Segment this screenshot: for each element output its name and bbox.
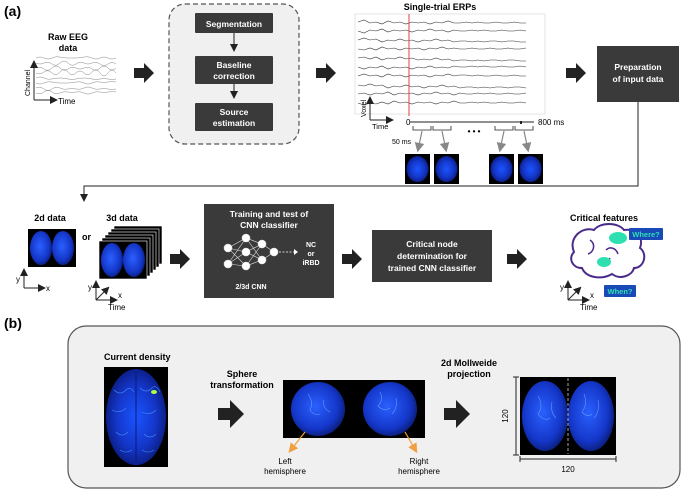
erps-window-arrows [414, 130, 532, 153]
connector-line [80, 102, 639, 202]
critnode-label-2: determination for [397, 251, 468, 261]
mollweide-width-label: 120 [561, 465, 575, 474]
erps-x-label: Time [372, 122, 388, 131]
raw-eeg-title-2: data [59, 43, 79, 53]
flow-arrow-3 [566, 63, 586, 83]
step-baseline-label-1: Baseline [217, 60, 252, 70]
erps-end-label: 800 ms [538, 118, 564, 127]
panel-b-label: (b) [4, 315, 22, 331]
cnn-out-1: NC [306, 242, 316, 249]
erps-zero-label: 0 [406, 118, 411, 127]
step-source-label-1: Source [220, 107, 249, 117]
right-sphere [363, 382, 417, 436]
erps-window-label: 50 ms [392, 139, 412, 146]
raw-eeg-y-label: Channel [25, 69, 32, 96]
raw-eeg-x-label: Time [58, 97, 76, 106]
panel-a-label: (a) [4, 3, 21, 19]
critnode-label-3: trained CNN classifier [388, 263, 477, 273]
left-hemi-label-2: hemisphere [264, 467, 306, 476]
data2d-left-hemisphere [30, 231, 52, 265]
prep-label-2: of input data [613, 74, 664, 84]
critfeat-x-label: x [590, 291, 594, 300]
erps-ellipsis: • • • [468, 127, 481, 136]
data3d-title: 3d data [106, 213, 139, 223]
erps-frame [354, 13, 546, 115]
cnn-caption: 2/3d CNN [235, 284, 266, 291]
data3d-x-label: x [118, 291, 122, 300]
sphere-veins [307, 391, 397, 415]
sphere-label-1: Sphere [227, 369, 258, 379]
critfeat-t-axis [567, 286, 582, 301]
cnn-output-arrowhead [294, 249, 298, 255]
right-hemi-arrow [404, 431, 418, 454]
critfeat-title: Critical features [570, 213, 638, 223]
brain-outline-icon [570, 223, 646, 279]
step-baseline [195, 56, 273, 84]
right-hemi-label-2: hemisphere [398, 467, 440, 476]
mollweide-label-2: projection [447, 369, 491, 379]
flow-arrow-b2 [444, 400, 470, 428]
prep-box [597, 46, 679, 102]
or-label: or [82, 232, 91, 242]
data3d-t-axis [95, 286, 110, 301]
mollweide-height-label: 120 [501, 409, 510, 423]
current-density-sulci [111, 386, 161, 453]
sphere-label-2: transformation [210, 380, 274, 390]
raw-eeg-title: Raw EEG [48, 32, 88, 42]
step-segmentation [195, 13, 273, 33]
data3d-stack [98, 225, 163, 280]
step-baseline-label-2: correction [213, 71, 255, 81]
critfeat-y-label: y [560, 283, 564, 292]
data3d-y-label: y [88, 283, 92, 292]
mollweide-veins [537, 393, 599, 420]
data2d-right-hemisphere [52, 231, 74, 265]
prep-label-1: Preparation [614, 62, 661, 72]
cnn-out-2: or [308, 251, 315, 258]
data3d-t-label: Time [108, 303, 126, 312]
when-badge [604, 285, 636, 297]
mollweide-right [568, 381, 614, 451]
erps-traces [357, 19, 527, 106]
raw-eeg-traces [35, 56, 117, 95]
cnn-label-1: Training and test of [230, 209, 309, 219]
current-density-hotspot [151, 390, 157, 394]
left-hemi-arrow [288, 431, 306, 453]
flow-arrow-4 [170, 249, 190, 269]
flow-arrow-5 [342, 249, 362, 269]
cnn-label-2: CNN classifier [240, 220, 298, 230]
right-hemi-label-1: Right [410, 457, 429, 466]
raw-eeg-block: Raw EEG data Channel Time [25, 32, 117, 106]
step-source [195, 103, 273, 131]
where-badge [629, 228, 663, 240]
step-segmentation-label: Segmentation [206, 19, 262, 29]
data2d-y-label: y [16, 275, 20, 284]
erps-y-label: Voxel [361, 99, 368, 117]
critnode-label-1: Critical node [406, 239, 458, 249]
when-label: When? [608, 287, 633, 296]
critnode-box [372, 230, 492, 282]
where-label: Where? [632, 230, 660, 239]
cnn-out-3: iRBD [302, 260, 319, 267]
mollweide-label-1: 2d Mollweide [441, 358, 497, 368]
flow-arrow-b1 [218, 400, 244, 428]
data2d-x-label: x [46, 284, 50, 293]
step-source-label-2: estimation [213, 118, 256, 128]
current-density-label: Current density [104, 352, 171, 362]
critfeat-t-label: Time [580, 303, 598, 312]
erps-windows [412, 121, 534, 131]
left-sphere [291, 382, 345, 436]
flow-arrow-6 [507, 249, 527, 269]
flow-arrow-1 [134, 63, 154, 83]
flow-arrow-2 [316, 63, 336, 83]
left-hemi-label-1: Left [278, 457, 292, 466]
erps-title: Single-trial ERPs [404, 2, 477, 12]
cnn-network-icon [223, 233, 279, 271]
data2d-title: 2d data [34, 213, 67, 223]
mollweide-left [522, 381, 568, 451]
erps-brain-maps [405, 154, 543, 184]
